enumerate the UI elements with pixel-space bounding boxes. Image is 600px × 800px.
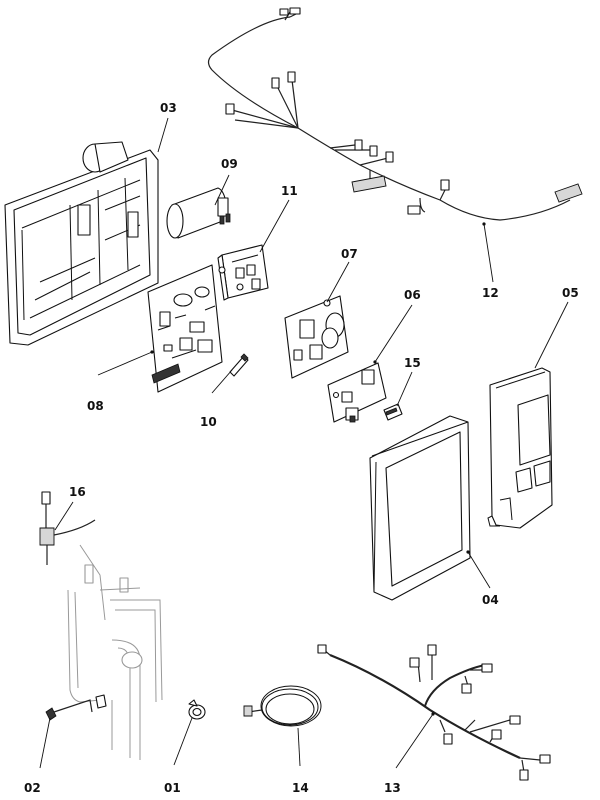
callout-01: 01 xyxy=(164,781,181,795)
callout-11: 11 xyxy=(281,184,298,198)
leader-13 xyxy=(395,713,434,769)
part-11-contactor xyxy=(217,244,269,301)
part-09-capacitor xyxy=(166,187,231,239)
leader-08-dot xyxy=(150,350,154,354)
callout-13: 13 xyxy=(384,781,401,795)
leader-06-dot xyxy=(373,360,377,364)
part-10-fuse xyxy=(229,353,249,377)
part-13-secondary-harness xyxy=(317,644,551,781)
leader-03 xyxy=(157,117,169,153)
leader-16 xyxy=(54,501,74,531)
part-14-coiled-cable xyxy=(243,685,322,727)
callout-12: 12 xyxy=(482,286,499,300)
leader-05 xyxy=(534,301,569,369)
part-04-door-panel xyxy=(369,415,471,601)
part-06-interface-board xyxy=(327,362,387,423)
leader-12 xyxy=(483,223,494,283)
callout-09: 09 xyxy=(221,157,238,171)
callout-04: 04 xyxy=(482,593,499,607)
callout-10: 10 xyxy=(200,415,217,429)
leader-07 xyxy=(326,261,350,303)
callout-07: 07 xyxy=(341,247,358,261)
part-02-sensor-clip xyxy=(45,694,107,721)
leader-09 xyxy=(214,174,230,206)
callout-02: 02 xyxy=(24,781,41,795)
leader-02 xyxy=(39,717,51,769)
leader-14 xyxy=(297,727,301,767)
refrigerant-piping-group xyxy=(67,544,163,760)
part-08-main-pcb xyxy=(147,264,223,393)
part-15-connector xyxy=(383,403,403,421)
callout-03: 03 xyxy=(160,101,177,115)
callout-16: 16 xyxy=(69,485,86,499)
part-03-control-box-frame xyxy=(4,141,159,346)
callout-14: 14 xyxy=(292,781,309,795)
leader-15 xyxy=(396,371,413,407)
leader-06 xyxy=(374,304,413,363)
leader-04-dot xyxy=(466,550,470,554)
leader-11 xyxy=(259,199,290,253)
callout-06: 06 xyxy=(404,288,421,302)
callout-15: 15 xyxy=(404,356,421,370)
leader-08 xyxy=(97,351,153,376)
part-05-front-cover xyxy=(487,367,553,529)
part-12-wiring-harness xyxy=(207,7,583,221)
part-07-filter-board xyxy=(284,295,349,379)
leader-01 xyxy=(173,717,193,766)
part-16-sensor-probe xyxy=(39,491,96,565)
part-01-hose-clamp xyxy=(188,699,206,720)
callout-05: 05 xyxy=(562,286,579,300)
leader-10 xyxy=(211,369,233,394)
callout-08: 08 xyxy=(87,399,104,413)
leader-04 xyxy=(467,551,491,589)
